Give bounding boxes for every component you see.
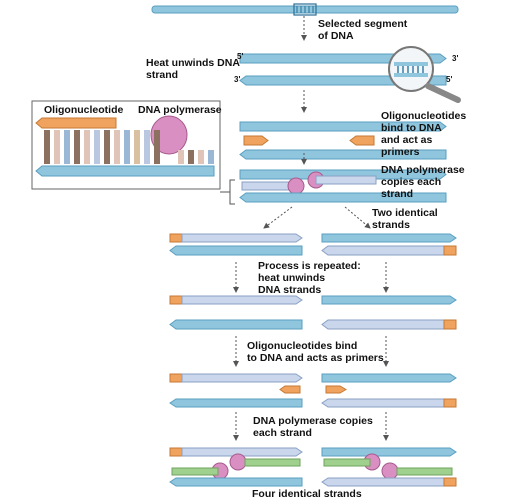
primers-bound-strands [239, 121, 447, 160]
end-label-3prime-top: 3' [452, 54, 459, 63]
magnifier-icon [388, 46, 461, 103]
label-inset-dna-polymerase: DNA polymerase [138, 104, 222, 116]
label-polymerase-copies-bottom: DNA polymerase copies each strand [253, 415, 373, 439]
second-round-copying [169, 447, 457, 487]
selected-segment-box [293, 3, 317, 16]
label-heat-unwinds: Heat unwinds DNA strand [146, 57, 240, 81]
label-oligo-bind-top: Oligonucleotides bind to DNA and act as … [381, 110, 467, 158]
end-label-5prime-bottom: 5' [446, 75, 453, 84]
label-inset-oligonucleotide: Oligonucleotide [44, 104, 124, 116]
second-round-primers [169, 373, 457, 408]
two-identical-right [321, 233, 457, 256]
bracket [229, 179, 235, 205]
original-dna-strand [151, 3, 459, 16]
end-label-5prime-top: 5' [237, 52, 244, 61]
inset-detail [31, 100, 221, 190]
polymerase-copying-strands [239, 169, 447, 203]
base-pairs [44, 130, 214, 164]
end-label-3prime-bottom: 3' [234, 75, 241, 84]
label-four-identical: Four identical strands [252, 488, 362, 500]
label-two-identical: Two identical strands [372, 207, 438, 231]
two-identical-left [169, 233, 303, 256]
arrow-4b [344, 206, 371, 229]
arrow-4a [263, 206, 293, 229]
label-selected-segment: Selected segment of DNA [318, 18, 408, 42]
label-process-repeated: Process is repeated: heat unwinds DNA st… [258, 260, 361, 296]
label-oligo-bind-bottom: Oligonucleotides bind to DNA and acts as… [247, 340, 384, 364]
label-polymerase-copies-top: DNA polymerase copies each strand [381, 164, 465, 200]
repeat-unwound-strands [169, 295, 457, 330]
